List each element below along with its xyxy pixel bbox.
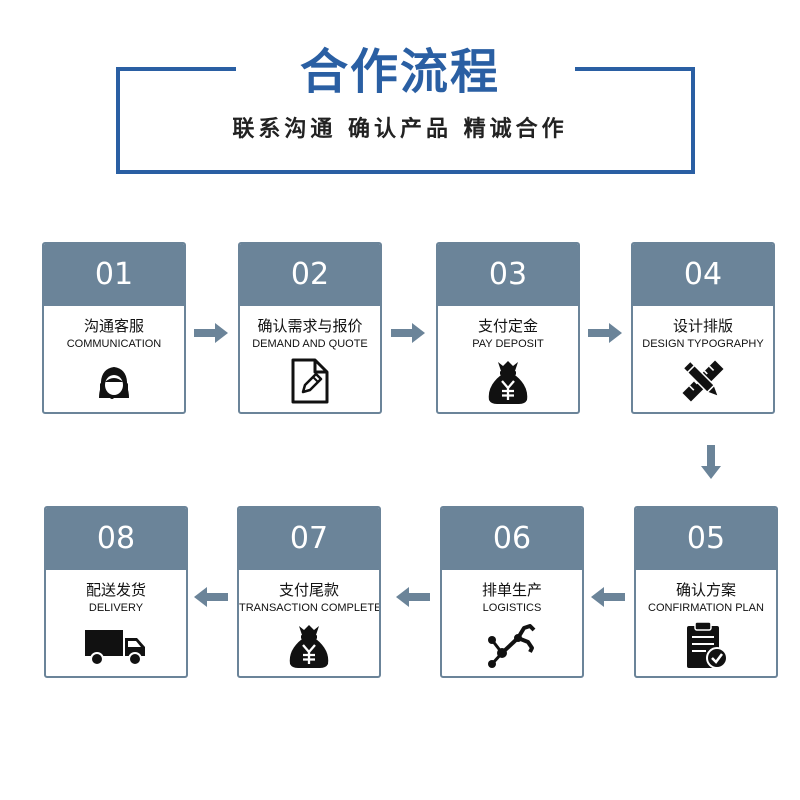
step-title: 设计排版 bbox=[672, 317, 733, 335]
arrow-left-icon bbox=[396, 587, 430, 607]
document-edit-icon bbox=[240, 356, 380, 406]
arrow-right-icon bbox=[588, 323, 622, 343]
step-title: 配送发货 bbox=[85, 581, 146, 599]
step-title: 确认需求与报价 bbox=[257, 317, 363, 335]
robot-arm-icon bbox=[442, 620, 582, 670]
step-subtitle: DESIGN TYPOGRAPHY bbox=[642, 338, 764, 350]
page-title: 合作流程 bbox=[299, 44, 500, 100]
step-subtitle: DELIVERY bbox=[88, 602, 144, 614]
pencil-ruler-icon bbox=[633, 356, 773, 406]
step-subtitle: LOGISTICS bbox=[482, 602, 542, 614]
arrow-left-icon bbox=[194, 587, 228, 607]
step-subtitle: PAY DEPOSIT bbox=[472, 338, 544, 350]
arrow-right-icon bbox=[194, 323, 228, 343]
step-title: 沟通客服 bbox=[83, 317, 144, 335]
frame-bottom bbox=[116, 170, 695, 174]
arrow-down-icon bbox=[701, 445, 721, 479]
frame-top-right bbox=[575, 67, 695, 71]
frame-right bbox=[691, 67, 695, 174]
page-subtitle: 联系沟通 确认产品 精诚合作 bbox=[232, 117, 568, 142]
step-number: 02 bbox=[240, 244, 380, 306]
step-card-01: 01 沟通客服 COMMUNICATION bbox=[42, 242, 186, 414]
step-number: 07 bbox=[239, 508, 379, 570]
step-title: 支付尾款 bbox=[278, 581, 339, 599]
arrow-right-icon bbox=[391, 323, 425, 343]
step-number: 01 bbox=[44, 244, 184, 306]
step-title: 确认方案 bbox=[675, 581, 736, 599]
step-card-04: 04 设计排版 DESIGN TYPOGRAPHY bbox=[631, 242, 775, 414]
arrow-left-icon bbox=[591, 587, 625, 607]
step-number: 04 bbox=[633, 244, 773, 306]
step-card-02: 02 确认需求与报价 DEMAND AND QUOTE bbox=[238, 242, 382, 414]
frame-top-left bbox=[116, 67, 236, 71]
step-title: 支付定金 bbox=[477, 317, 538, 335]
step-subtitle: TRANSACTION COMPLETE bbox=[239, 602, 381, 614]
step-number: 08 bbox=[46, 508, 186, 570]
step-card-05: 05 确认方案 CONFIRMATION PLAN bbox=[634, 506, 778, 678]
step-title: 排单生产 bbox=[481, 581, 542, 599]
clipboard-check-icon bbox=[636, 620, 776, 670]
frame-left bbox=[116, 67, 120, 174]
step-subtitle: DEMAND AND QUOTE bbox=[252, 338, 368, 350]
step-subtitle: CONFIRMATION PLAN bbox=[648, 602, 764, 614]
step-number: 06 bbox=[442, 508, 582, 570]
delivery-truck-icon bbox=[46, 620, 186, 670]
money-bag-icon bbox=[239, 620, 379, 670]
money-bag-icon bbox=[438, 356, 578, 406]
step-card-06: 06 排单生产 LOGISTICS bbox=[440, 506, 584, 678]
customer-service-icon bbox=[44, 356, 184, 406]
step-card-03: 03 支付定金 PAY DEPOSIT bbox=[436, 242, 580, 414]
step-number: 05 bbox=[636, 508, 776, 570]
step-card-07: 07 支付尾款 TRANSACTION COMPLETE bbox=[237, 506, 381, 678]
step-subtitle: COMMUNICATION bbox=[66, 338, 162, 350]
step-card-08: 08 配送发货 DELIVERY bbox=[44, 506, 188, 678]
step-number: 03 bbox=[438, 244, 578, 306]
